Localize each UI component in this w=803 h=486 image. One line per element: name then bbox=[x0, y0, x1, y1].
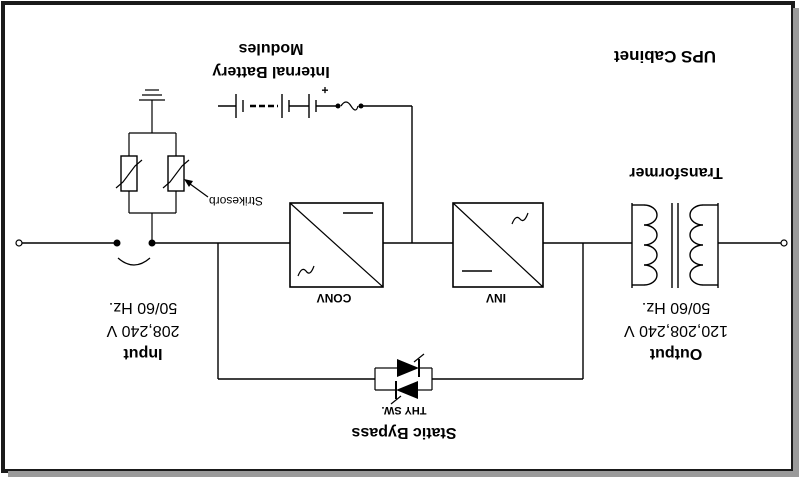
battery-title: Internal Battery bbox=[212, 63, 329, 80]
battery-icon bbox=[218, 94, 336, 118]
input-frequency: 50/60 Hz. bbox=[109, 299, 177, 316]
output-frequency: 50/60 Hz. bbox=[642, 299, 710, 316]
conv-block bbox=[289, 202, 384, 288]
thyristor-switch-icon bbox=[374, 353, 433, 405]
output-voltage: 120,208,240 V bbox=[624, 322, 728, 339]
frame-shadow-right bbox=[793, 8, 799, 474]
input-voltage: 208,240 V bbox=[106, 322, 179, 339]
battery-fuse-icon bbox=[335, 101, 364, 111]
ground-icon bbox=[139, 89, 165, 133]
strikesorb-arrow-icon bbox=[184, 179, 209, 198]
inv-block bbox=[452, 202, 544, 288]
cabinet-frame bbox=[1, 1, 795, 473]
ups-cabinet-label: UPS Cabinet bbox=[614, 47, 716, 66]
strikesorb-label: Strikesorb bbox=[209, 194, 263, 208]
transformer-icon bbox=[631, 203, 719, 288]
output-terminal-icon bbox=[780, 239, 788, 247]
frame-shadow-bottom bbox=[8, 471, 799, 477]
inv-label: INV bbox=[486, 291, 506, 305]
battery-polarity-label: + bbox=[321, 83, 328, 97]
conv-label: CONV bbox=[317, 291, 352, 305]
strikesorb-icon bbox=[115, 132, 190, 243]
circuit-wires bbox=[20, 105, 783, 380]
input-terminal-icon bbox=[15, 239, 23, 247]
thyristor-switch-label: THY SW. bbox=[381, 404, 426, 416]
transformer-label: Transformer bbox=[629, 164, 722, 181]
output-title: Output bbox=[649, 345, 702, 362]
input-title: Input bbox=[123, 345, 163, 362]
static-bypass-label: Static Bypass bbox=[351, 424, 456, 441]
battery-subtitle: Modules bbox=[238, 40, 303, 57]
